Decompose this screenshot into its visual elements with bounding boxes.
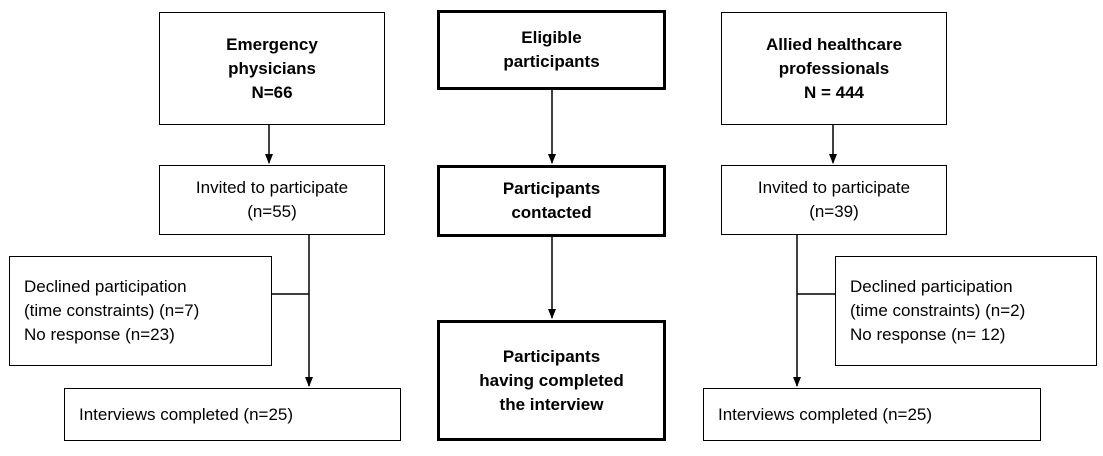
left-completed-box: Interviews completed (n=25)	[64, 388, 401, 441]
emergency-physicians-count: N=66	[251, 82, 293, 102]
eligible-participants-box: Eligible participants	[437, 10, 666, 90]
center-completed-line1: Participants	[502, 346, 601, 366]
left-invited-count: (n=55)	[247, 202, 297, 221]
eligible-line2: participants	[503, 52, 600, 71]
left-invited-box: Invited to participate (n=55)	[159, 165, 385, 235]
right-no-response: No response (n= 12)	[850, 325, 1006, 344]
eligible-line1: Eligible	[521, 28, 582, 47]
right-invited-box: Invited to participate (n=39)	[721, 165, 947, 235]
emergency-physicians-line2: physicians	[228, 58, 316, 78]
right-invited-count: (n=39)	[809, 202, 859, 221]
center-completed-line2: having completed	[479, 370, 624, 390]
allied-healthcare-line1: Allied healthcare	[765, 34, 903, 54]
right-completed-box: Interviews completed (n=25)	[703, 388, 1041, 441]
contacted-line1: Participants	[502, 179, 601, 198]
right-completed-label: Interviews completed (n=25)	[718, 404, 933, 424]
right-invited-line1: Invited to participate	[757, 178, 911, 197]
left-declined-line1: Declined participation	[24, 277, 187, 296]
left-invited-line1: Invited to participate	[195, 178, 349, 197]
left-no-response: No response (n=23)	[24, 325, 175, 344]
center-completed-line3: the interview	[499, 394, 604, 414]
allied-healthcare-box: Allied healthcare professionals N = 444	[721, 12, 947, 125]
left-completed-label: Interviews completed (n=25)	[79, 404, 294, 424]
allied-healthcare-count: N = 444	[803, 82, 864, 102]
participants-contacted-box: Participants contacted	[437, 165, 666, 237]
emergency-physicians-line1: Emergency	[226, 34, 318, 54]
left-declined-line2: (time constraints) (n=7)	[24, 301, 200, 320]
allied-healthcare-line2: professionals	[778, 58, 890, 78]
right-declined-line1: Declined participation	[850, 277, 1013, 296]
emergency-physicians-box: Emergency physicians N=66	[159, 12, 385, 125]
right-declined-line2: (time constraints) (n=2)	[850, 301, 1026, 320]
left-declined-box: Declined participation (time constraints…	[9, 256, 272, 366]
participants-completed-box: Participants having completed the interv…	[437, 320, 666, 441]
contacted-line2: contacted	[511, 203, 592, 222]
right-declined-box: Declined participation (time constraints…	[835, 256, 1097, 366]
